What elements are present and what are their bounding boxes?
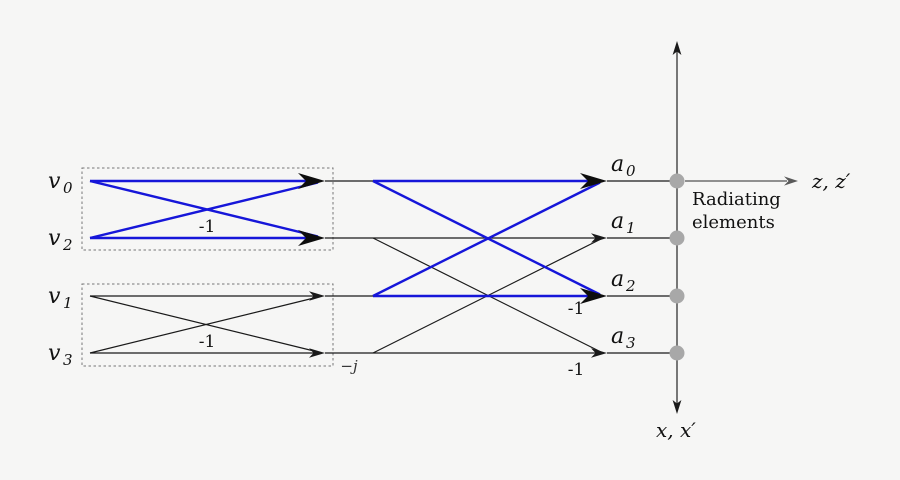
blue-signal-lines (89, 179, 602, 298)
arrowheads (298, 173, 607, 358)
output-label-a0-sub: 0 (626, 162, 636, 180)
input-label-v0-sub: 0 (63, 179, 73, 197)
blue-line-box1-cross-up (89, 181, 319, 240)
gain-label-stage2-a3: -1 (568, 360, 585, 380)
big-arrowhead-a0 (580, 173, 607, 189)
output-label-a3: a (611, 324, 624, 349)
output-label-a3-sub: 3 (626, 334, 636, 352)
radiating-elements-label-line2: elements (692, 212, 775, 233)
output-label-a1: a (611, 209, 624, 234)
small-arrowhead-a3 (591, 348, 607, 358)
radiating-element-dot-2 (669, 230, 685, 246)
input-label-v1-sub: 1 (63, 294, 73, 312)
input-labels: v 0 v 2 v 1 v 3 (48, 169, 73, 369)
signal-line-box2-cross-down (89, 295, 319, 353)
input-label-v0: v (48, 169, 61, 194)
right-arrowhead-icon (784, 176, 798, 186)
butterfly-box-2 (81, 283, 334, 367)
radiating-element-dot-3 (669, 288, 685, 304)
output-label-a1-sub: 1 (626, 219, 636, 237)
gain-label-box1: -1 (199, 217, 216, 237)
axis-labels: z, z′ x, x′ Radiating elements (656, 169, 851, 442)
radiating-elements-label-line1: Radiating (692, 189, 781, 210)
big-arrowhead-a2 (580, 288, 607, 304)
gain-label-stage2-a2: -1 (568, 299, 585, 319)
phase-label-minus-j: −j (340, 357, 358, 375)
output-label-a2-sub: 2 (625, 277, 636, 295)
black-signal-lines (89, 180, 671, 354)
big-arrowhead-v0 (298, 173, 325, 189)
input-label-v1: v (48, 284, 61, 309)
blue-line-stage2-cross-down (372, 179, 601, 296)
input-label-v3: v (48, 341, 61, 366)
x-axis-label: x, x′ (656, 418, 696, 442)
output-label-a0: a (611, 152, 624, 177)
input-label-v2-sub: 2 (62, 236, 73, 254)
radiating-element-dot-4 (669, 345, 685, 361)
radiating-element-dots (669, 173, 685, 361)
input-label-v3-sub: 3 (63, 351, 73, 369)
up-arrowhead-icon (672, 41, 682, 55)
gain-labels: -1 -1 -1 -1 −j (199, 217, 585, 380)
output-label-a2: a (611, 267, 624, 292)
z-axis-label: z, z′ (811, 169, 851, 193)
radiating-element-dot-1 (669, 173, 685, 189)
blue-line-box1-cross-down (89, 179, 319, 238)
gain-label-box2: -1 (199, 332, 216, 352)
down-arrowhead-icon (672, 400, 682, 414)
output-labels: a 0 a 1 a 2 a 3 (611, 152, 636, 352)
butterfly-box-1 (81, 167, 334, 251)
blue-line-stage2-cross-up (372, 181, 601, 298)
signal-line-box2-cross-up (89, 296, 319, 354)
small-arrowhead-a1 (591, 233, 607, 243)
input-label-v2: v (48, 226, 61, 251)
small-arrowhead-v3 (309, 348, 325, 358)
big-arrowhead-v2 (298, 230, 325, 246)
small-arrowhead-v1 (309, 291, 325, 301)
